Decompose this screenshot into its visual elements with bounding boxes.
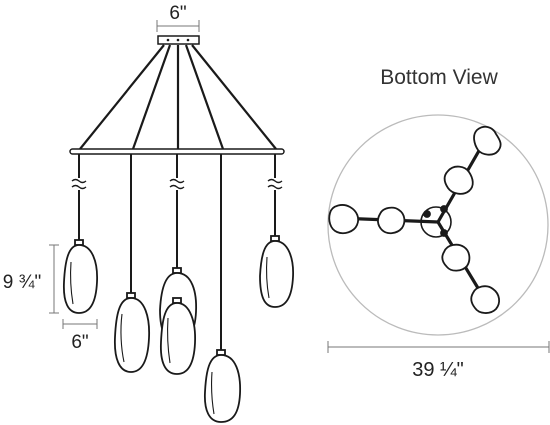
side-view: 6" [3,3,294,423]
drop-cables [78,154,276,350]
glass-pendant-bottom-icon [328,125,502,314]
diameter-label: 39 ¼" [412,359,464,381]
suspension-cables [79,44,277,150]
canopy-width-label: 6" [169,3,186,24]
bottom-view-title: Bottom View [380,66,498,89]
footprint-circle [327,114,549,336]
pendant-width-dimension [62,319,98,329]
pendant-height-label: 9 ¾" [3,272,41,293]
canopy-screws [166,38,190,42]
pendant-width-label: 6" [71,332,88,353]
bottom-hub [420,206,452,238]
ring-frame [69,148,285,155]
glass-pendant-icon [63,235,294,423]
canopy-width-dimension [156,20,200,32]
pendant-height-dimension [49,244,59,314]
bottom-arms [337,141,486,299]
break-mark-icon [71,178,283,190]
diameter-dimension [327,341,550,353]
bottom-view: Bottom View 39 ¼" [327,66,550,381]
